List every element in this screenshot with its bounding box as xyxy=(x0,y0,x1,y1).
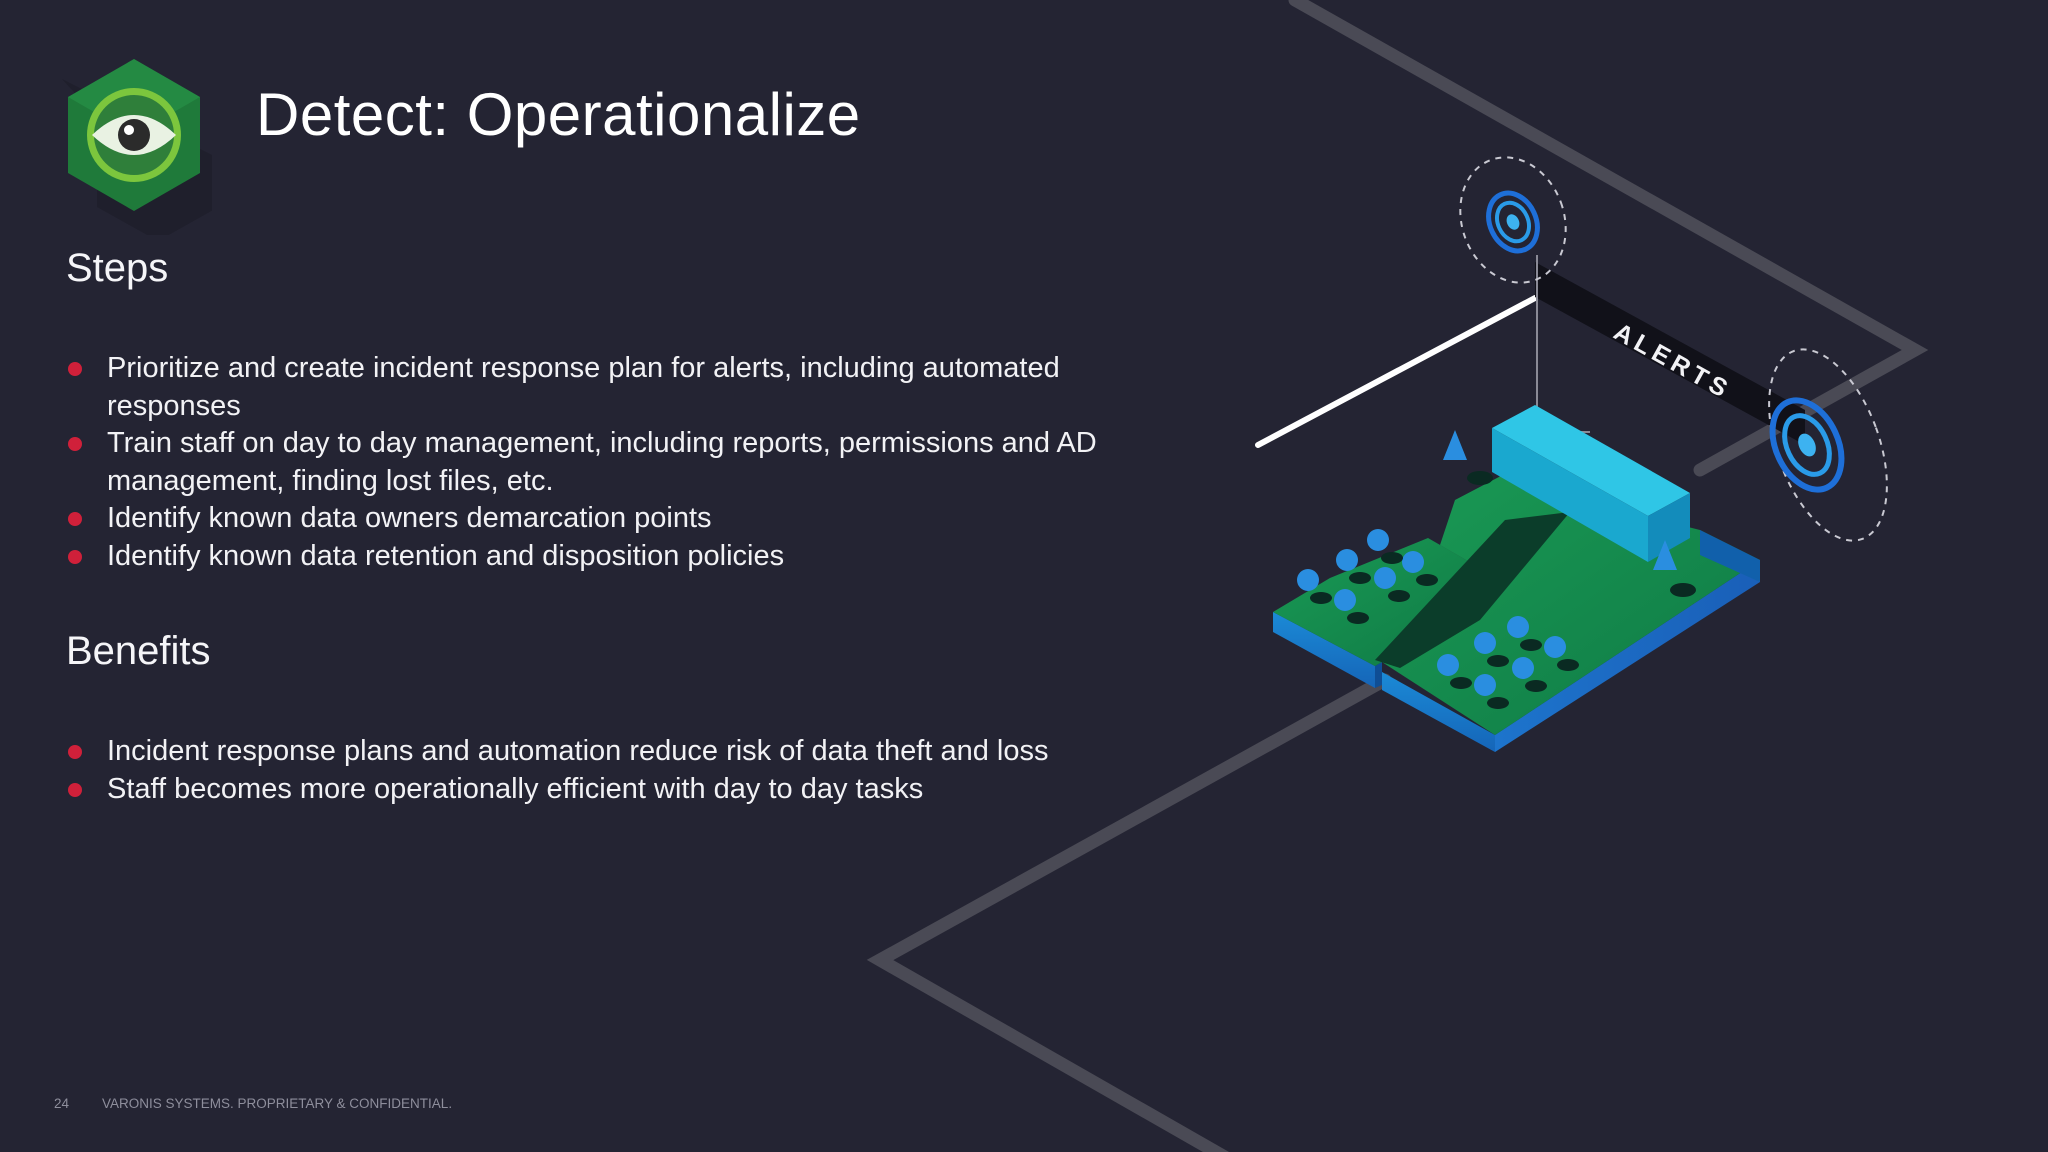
list-item: Train staff on day to day management, in… xyxy=(66,425,1186,500)
target-icon xyxy=(1768,348,1888,542)
server-block-icon xyxy=(1492,405,1690,562)
list-item-text: Train staff on day to day management, in… xyxy=(107,427,1097,497)
benefits-heading: Benefits xyxy=(66,629,211,673)
list-item-text: Prioritize and create incident response … xyxy=(107,352,1060,422)
alerts-banner-label: ALERTS xyxy=(1609,318,1736,406)
alerts-banner: ALERTS xyxy=(1535,262,1805,445)
tree-icon xyxy=(1297,430,1677,696)
accent-line-white xyxy=(1255,295,1538,448)
bullet-icon xyxy=(68,782,82,797)
bullet-icon xyxy=(68,549,82,564)
eye-icon xyxy=(62,59,212,235)
list-item-text: Identify known data retention and dispos… xyxy=(107,539,785,572)
footer-confidential: VARONIS SYSTEMS. PROPRIETARY & CONFIDENT… xyxy=(102,1096,453,1111)
bullet-icon xyxy=(68,745,82,759)
list-item-text: Identify known data owners demarcation p… xyxy=(107,502,712,535)
list-item: Incident response plans and automation r… xyxy=(66,733,1186,771)
list-item-text: Incident response plans and automation r… xyxy=(107,735,1049,767)
list-item: Staff becomes more operationally efficie… xyxy=(66,771,1186,809)
page-number: 24 xyxy=(54,1096,70,1111)
benefits-list: Incident response plans and automation r… xyxy=(66,733,1186,808)
list-item-text: Staff becomes more operationally efficie… xyxy=(107,772,924,805)
steps-heading: Steps xyxy=(66,246,169,290)
bullet-icon xyxy=(68,362,82,376)
list-item: Identify known data owners demarcation p… xyxy=(66,500,1186,538)
list-item: Prioritize and create incident response … xyxy=(66,350,1186,425)
steps-list: Prioritize and create incident response … xyxy=(66,350,1186,576)
bullet-icon xyxy=(68,512,82,527)
list-item: Identify known data retention and dispos… xyxy=(66,538,1186,576)
target-icon xyxy=(1459,156,1567,284)
bullet-icon xyxy=(68,437,82,452)
isometric-landscape xyxy=(1273,405,1760,752)
page-title: Detect: Operationalize xyxy=(256,81,861,148)
